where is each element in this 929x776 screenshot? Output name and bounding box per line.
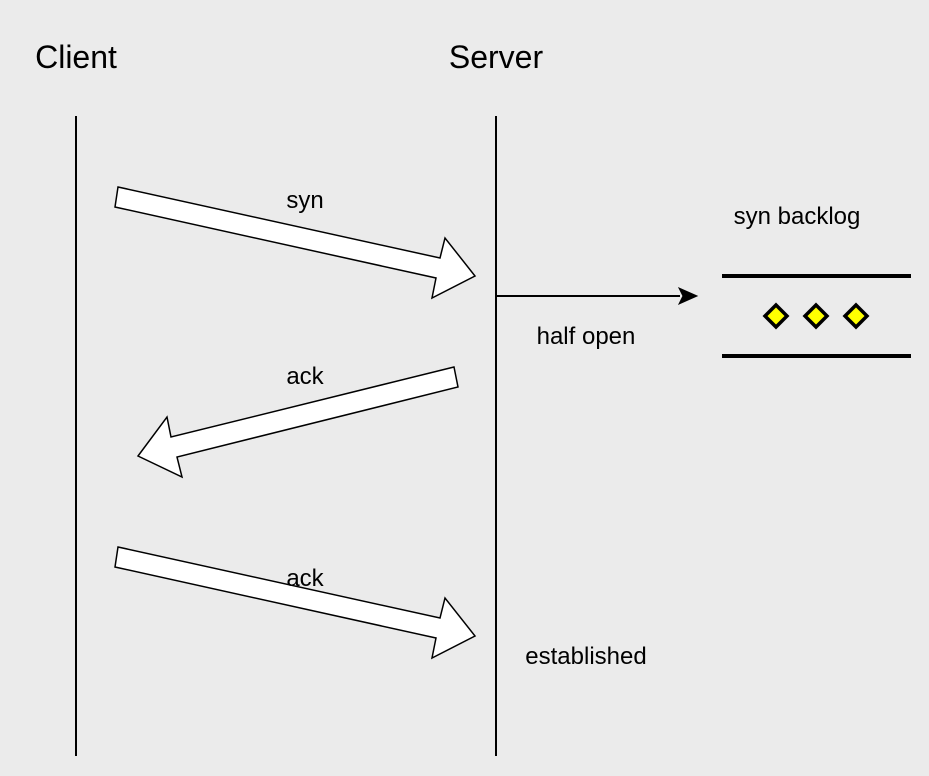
ack-final-label: ack xyxy=(286,565,324,592)
backlog-entry-diamond xyxy=(802,302,830,330)
ack-reply-arrow xyxy=(136,366,459,479)
backlog-entry-diamond xyxy=(842,302,870,330)
backlog-entries xyxy=(762,302,870,330)
syn-arrow xyxy=(114,186,477,300)
client-lane-title: Client xyxy=(35,39,117,75)
ack-final-arrow xyxy=(114,546,477,660)
half-open-label: half open xyxy=(537,323,636,350)
ack-reply-label: ack xyxy=(286,363,324,390)
half-open-arrowhead xyxy=(677,286,699,306)
established-label: established xyxy=(525,643,646,670)
syn-backlog-title: syn backlog xyxy=(734,203,861,230)
server-lane-title: Server xyxy=(449,39,544,75)
syn-label: syn xyxy=(286,187,323,214)
backlog-entry-diamond xyxy=(762,302,790,330)
